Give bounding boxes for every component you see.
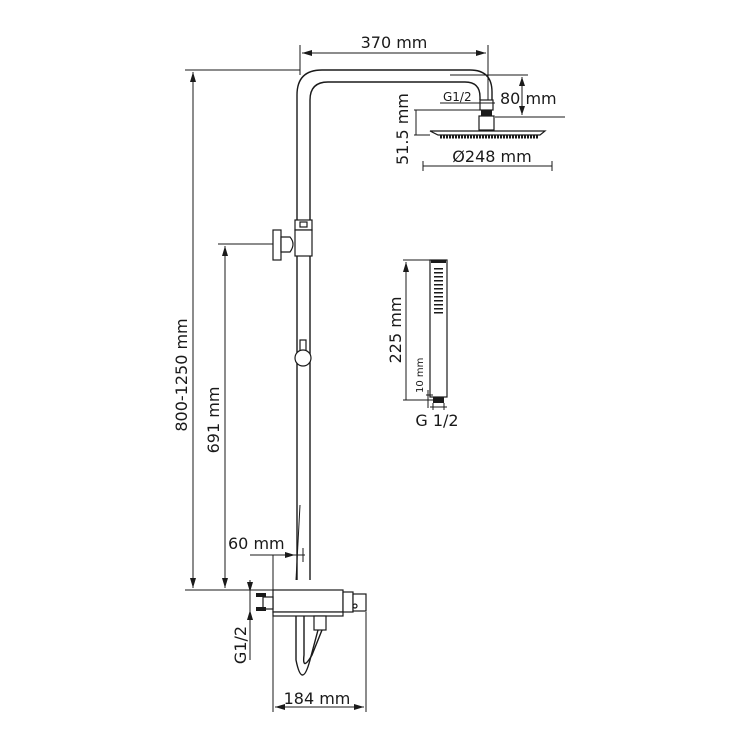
shower-hose-upper — [295, 504, 301, 581]
height-adjust-knob — [294, 339, 312, 367]
dimension-lines — [185, 45, 565, 712]
total-height-label: 800-1250 mm — [172, 318, 191, 431]
diverter-height-label: 691 mm — [204, 387, 223, 454]
inlet-connection-label: G1/2 — [231, 626, 250, 664]
hand-shower-base-label: 10 mm — [415, 358, 426, 393]
wall-offset-label: 60 mm — [228, 534, 285, 553]
arm-drop-label: 80 mm — [500, 89, 557, 108]
shower-hose — [295, 616, 319, 676]
hand-shower-connection-label: G 1/2 — [415, 411, 458, 430]
mixer-width-label: 184 mm — [284, 689, 351, 708]
head-diameter-label: Ø248 mm — [452, 147, 531, 166]
head-height-label: 51.5 mm — [393, 93, 412, 165]
hand-shower — [429, 259, 448, 403]
head-connection-label: G1/2 — [443, 90, 472, 104]
thermostatic-mixer — [256, 589, 367, 631]
shower-arm — [296, 69, 493, 580]
hand-shower-length-label: 225 mm — [386, 297, 405, 364]
overhead-shower-head — [429, 99, 547, 139]
diverter-valve — [272, 219, 313, 261]
arm-reach-label: 370 mm — [361, 33, 428, 52]
